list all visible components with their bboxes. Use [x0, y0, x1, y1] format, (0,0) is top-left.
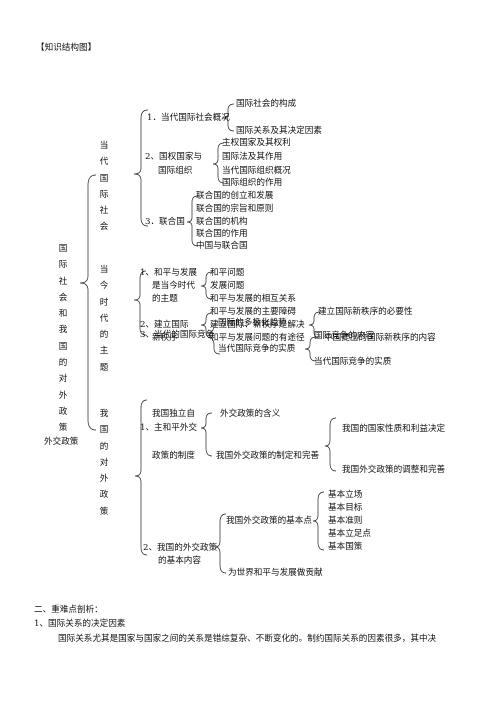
group-contemporary-society: 当代国际社会	[99, 141, 109, 233]
c1-sub-bracket	[324, 417, 337, 472]
s2-item: 主权国家及其权利	[222, 138, 291, 148]
t3-sub-item: 当代国际竞争的实质	[314, 357, 392, 367]
t2-item: 建立国际：新秩序是解决	[210, 320, 305, 330]
s3-title: 3．联合国	[145, 217, 185, 227]
t2-title-line1: 2、建立国际	[140, 320, 189, 330]
s2-item: 当代国际组织概况	[222, 166, 291, 176]
c1-sub-item: 我国的国家性质和利益决定	[342, 424, 446, 434]
c1-title-line2: 1、主和平外交	[140, 423, 198, 433]
t2-title-line2: 新秩序	[152, 333, 178, 343]
s2-title-line1: 2、国权国家与	[145, 152, 203, 162]
root-foreign-policy: 外交政策	[44, 437, 79, 447]
s2-item: 国际法及其作用	[222, 152, 283, 162]
s3-item: 联合国的机构	[196, 217, 248, 227]
t1-item: 和平问题	[210, 268, 245, 278]
c2-sub-item: 基本准则	[328, 516, 363, 526]
t1-title-line2: 是当今时代	[152, 281, 195, 291]
t2-item: 和平与发展问题的有途径	[210, 333, 305, 343]
c1-item-mid: 我国外交政策的制定和完善	[216, 451, 320, 461]
s3-item: 联合国的宗旨和原则	[196, 204, 274, 214]
root-intl-relations: 国际社会和我国的对外政策	[58, 244, 68, 434]
analysis-point-1: 1、国际关系的决定因素	[34, 619, 126, 629]
c2-sub-bracket	[312, 491, 325, 551]
s1-title: 1．当代国际社会概况	[147, 113, 230, 123]
c1-title-line3: 政策的制度	[152, 451, 195, 461]
t2-sub-item: 建立国际新秩序的必要性	[318, 307, 413, 317]
c1-title-line1: 我国独立自	[152, 409, 195, 419]
c2-sub-item: 基本立场	[328, 490, 363, 500]
analysis-paragraph: 国际关系尤其是国家与国家之间的关系是错综复杂、不断变化的。制约国际关系的因素很多…	[58, 634, 437, 644]
s3-item: 联合国的作用	[196, 229, 248, 239]
c2-sub-item: 基本立足点	[328, 529, 371, 539]
c2-item-mid: 我国外交政策的基本点	[226, 516, 312, 526]
s3-item: 中国与联合国	[196, 241, 248, 251]
c2-sub-item: 基本目标	[328, 503, 363, 513]
c2-item-bottom: 为世界和平与发展做贡献	[228, 568, 323, 578]
c2-title-line2: 的基本内容	[158, 556, 201, 566]
c2-sub-item: 基本国策	[328, 542, 363, 552]
group-china-policy: 我国的对外政策	[99, 409, 109, 517]
t3-sub-item: 国际竞争的内容	[314, 331, 375, 341]
s1-item: 国际社会的构成	[236, 99, 297, 109]
c1-item-top: 外交政策的含义	[220, 409, 281, 419]
analysis-heading: 二、重难点剖析：	[34, 605, 103, 615]
s2-title-line2: 国际组织	[158, 166, 193, 176]
t2-item: 和平与发展的主要障碍	[210, 307, 296, 317]
t3-item-top: 国际的多极化趋势	[218, 318, 287, 328]
root-bracket	[79, 174, 97, 431]
t2-sub-item: 中国提出的国际新秩序的内容	[324, 333, 436, 343]
s3-item: 联合国的创立和发展	[196, 191, 274, 201]
t1-item: 发展问题	[210, 281, 245, 291]
s2-bracket	[212, 142, 225, 184]
society-bracket	[133, 109, 149, 227]
c1-sub-item: 我国外交政策的调整和完善	[342, 465, 446, 475]
c2-title-line1: 2、我国的外交政策	[143, 543, 218, 553]
group-contemporary-theme: 当今时代的主题	[99, 265, 109, 373]
t1-title-line3: 的主题	[152, 294, 178, 304]
s1-item: 国际关系及其决定因素	[236, 126, 322, 136]
t1-item: 和平与发展的相互关系	[210, 294, 296, 304]
s2-item: 国际组织的作用	[222, 178, 283, 188]
header-knowledge-map: 【知识结构图】	[36, 43, 97, 53]
t3-title: 3、当代的国际竞争	[140, 330, 215, 340]
c1-bracket	[200, 412, 213, 457]
t1-title-line1: 1、和平与发展	[140, 268, 198, 278]
t3-item-mid: 当代国际竞争的实质	[218, 344, 296, 354]
